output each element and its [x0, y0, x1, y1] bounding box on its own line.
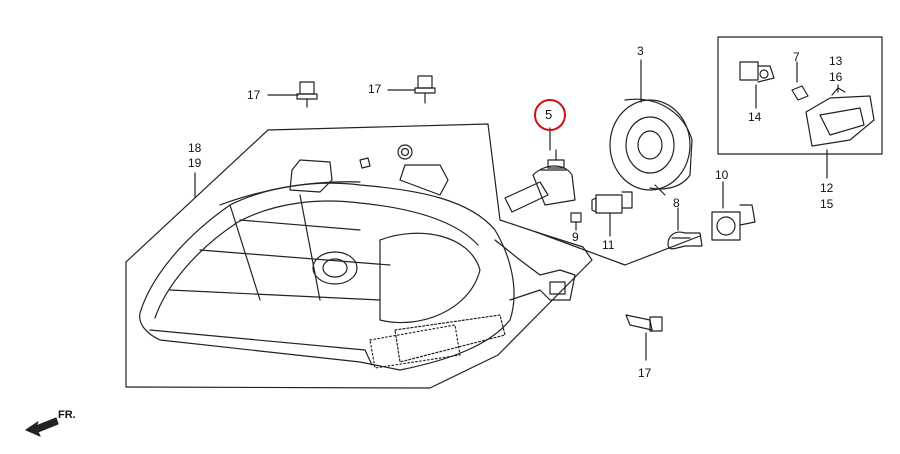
screw-17-left: [296, 81, 318, 108]
screw-17-bottom: [625, 314, 663, 332]
callout-7: 7: [793, 50, 800, 64]
socket-10: [711, 204, 756, 241]
callout-12: 12: [820, 181, 834, 195]
socket-11: [591, 191, 633, 214]
side-marker-group-box: [717, 36, 883, 155]
dust-cover: [609, 98, 693, 196]
callout-17-left: 17: [247, 88, 261, 102]
callout-3: 3: [637, 44, 644, 58]
callout-13: 13: [829, 54, 843, 68]
socket-14: [739, 61, 775, 83]
front-arrow-icon: [25, 417, 59, 437]
headlight-bulb: [504, 149, 576, 213]
headlight-assembly: [139, 144, 576, 371]
callout-15: 15: [820, 197, 834, 211]
callout-16: 16: [829, 70, 843, 84]
leader-bulb-group: [535, 231, 701, 266]
callout-17-bottom: 17: [638, 366, 652, 380]
callout-19: 19: [188, 156, 202, 170]
front-indicator-label: FR.: [58, 409, 76, 421]
callout-11: 11: [602, 238, 615, 252]
screw-17-mid: [414, 75, 436, 104]
side-marker-lens: [805, 87, 875, 147]
callout-5: 5: [545, 107, 553, 122]
bulb-7: [791, 85, 809, 101]
callout-14: 14: [748, 110, 762, 124]
callout-10: 10: [715, 168, 729, 182]
callout-17-mid: 17: [368, 82, 382, 96]
callout-8: 8: [673, 196, 680, 210]
highlight-circle-5: [534, 99, 566, 131]
callout-9: 9: [572, 230, 579, 244]
headlight-group-outline: [125, 123, 593, 389]
bulb-8: [667, 231, 703, 250]
callout-18: 18: [188, 141, 202, 155]
bulb-9: [570, 212, 582, 223]
